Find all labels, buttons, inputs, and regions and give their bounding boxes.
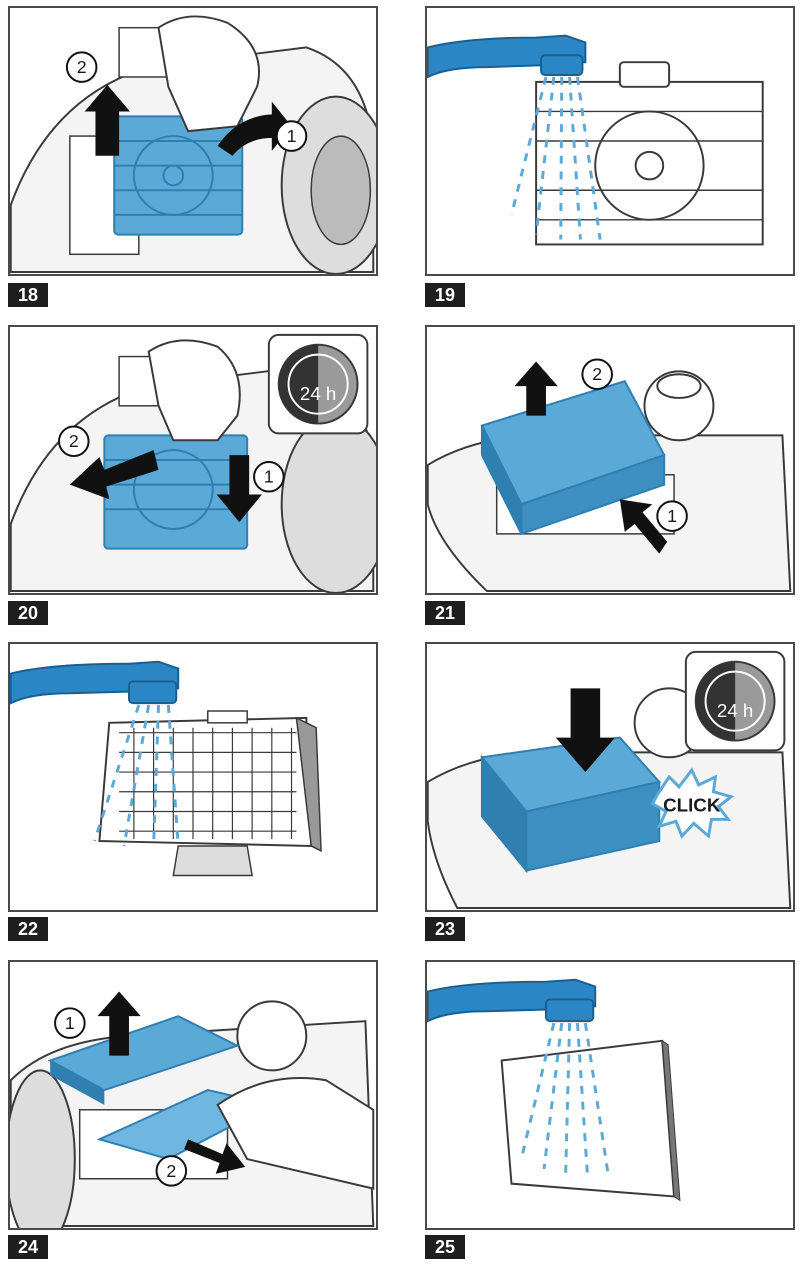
illustration-rinse-hepa-filter	[10, 660, 322, 877]
arrow-icon	[555, 688, 615, 773]
figure-21: 2 1	[425, 325, 795, 595]
arrow-icon	[84, 84, 130, 156]
step-number: 24	[8, 1235, 48, 1259]
arrow-icon	[97, 991, 141, 1056]
timer-24h-icon: 24 h	[684, 650, 786, 752]
step-marker: 2	[166, 1161, 176, 1181]
step-number: 18	[8, 283, 48, 307]
figure-23: CLICK 24 h	[425, 642, 795, 912]
step-number: 23	[425, 917, 465, 941]
step-marker: 2	[592, 364, 602, 384]
step-marker: 1	[264, 467, 274, 487]
step-number: 22	[8, 917, 48, 941]
step-marker: 1	[65, 1013, 75, 1033]
timer-label: 24 h	[300, 383, 336, 404]
timer-label: 24 h	[717, 700, 753, 721]
illustration-rinse-fine-filter	[427, 978, 681, 1202]
figure-22	[8, 642, 378, 912]
click-label: CLICK	[663, 794, 721, 815]
step-marker: 1	[287, 126, 297, 146]
filter-cover	[113, 115, 244, 236]
illustration-insert-filter-cover: 2 1 24 h	[10, 333, 376, 593]
figure-24: 1 2	[8, 960, 378, 1230]
hepa-filter	[480, 736, 662, 874]
step-number: 19	[425, 283, 465, 307]
step-number: 20	[8, 601, 48, 625]
filter-cover	[103, 434, 249, 550]
illustration-remove-exhaust-filter: 2 1	[10, 15, 376, 274]
click-burst-icon: CLICK	[650, 767, 735, 839]
arrow-icon	[69, 450, 159, 500]
illustration-insert-hepa-filter: CLICK 24 h	[427, 650, 792, 910]
arrow-icon	[514, 361, 558, 416]
step-marker: 1	[667, 506, 677, 526]
timer-24h-icon: 24 h	[267, 333, 369, 435]
illustration-remove-hepa-filter: 2 1	[427, 358, 792, 593]
arrow-icon	[184, 1139, 246, 1174]
step-marker: 2	[69, 431, 79, 451]
figure-20: 2 1 24 h	[8, 325, 378, 595]
illustration-rinse-filter-cover	[427, 34, 764, 246]
figure-19	[425, 6, 795, 276]
illustration-remove-fine-filter: 1 2	[10, 991, 375, 1228]
step-marker: 2	[77, 57, 87, 77]
filter-frame	[47, 1015, 240, 1105]
arrow-icon	[217, 101, 292, 156]
step-number: 25	[425, 1235, 465, 1259]
arrow-icon	[619, 499, 668, 554]
figure-18: 2 1	[8, 6, 378, 276]
step-number: 21	[425, 601, 465, 625]
arrow-icon	[216, 455, 262, 523]
figure-25	[425, 960, 795, 1230]
